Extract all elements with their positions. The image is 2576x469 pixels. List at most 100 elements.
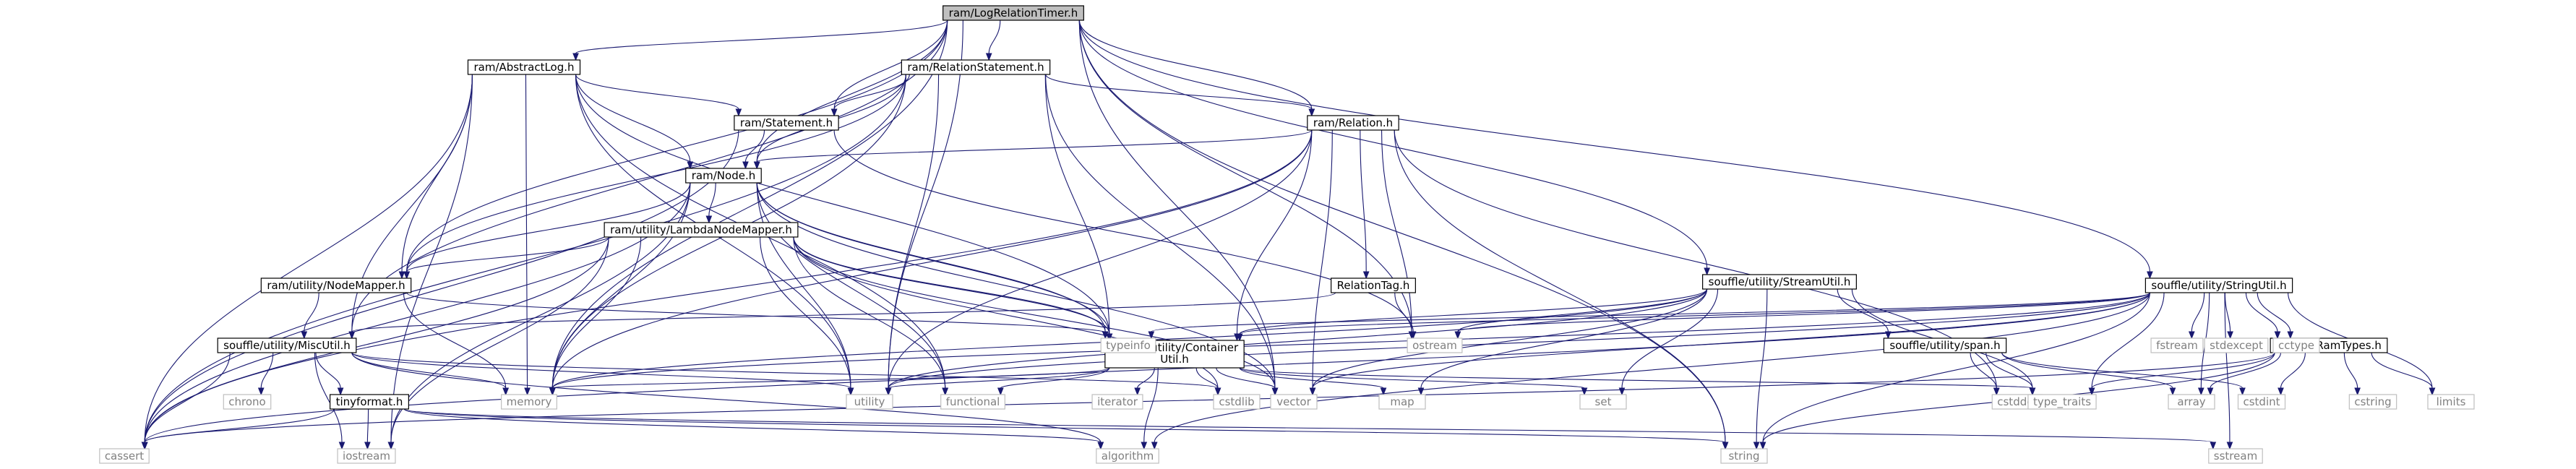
node-label: cctype — [2278, 339, 2314, 352]
node-strutil[interactable]: souffle/utility/StringUtil.h — [2144, 277, 2293, 293]
node-label: RelationTag.h — [1337, 279, 1410, 292]
edge-strutil-to-stdexcept — [2224, 292, 2233, 340]
edge-root-to-relstmt — [985, 20, 1001, 61]
node-misc[interactable]: souffle/utility/MiscUtil.h — [217, 337, 357, 353]
node-abslog[interactable]: ram/AbstractLog.h — [467, 59, 581, 75]
edge-stream-to-set — [1618, 288, 1719, 396]
node-lambda[interactable]: ram/utility/LambdaNodeMapper.h — [604, 222, 799, 238]
edge-relstmt-to-cassert — [141, 74, 906, 450]
node-cstring: cstring — [2348, 394, 2397, 410]
node-array: array — [2168, 394, 2215, 410]
node-relstmt[interactable]: ram/RelationStatement.h — [901, 59, 1051, 75]
node-label: string — [1728, 449, 1759, 462]
node-limits: limits — [2427, 394, 2475, 410]
edge-misc-to-tinyformat — [315, 352, 344, 396]
edge-relation-to-cstddef — [1394, 129, 2000, 396]
edge-stmt-to-ostream — [833, 129, 1415, 340]
edge-lambda-to-container — [793, 236, 1113, 342]
edge-span-to-type_traits — [1985, 352, 2036, 396]
edge-strutil-to-algorithm — [1151, 292, 2150, 450]
node-sstream: sstream — [2208, 448, 2263, 464]
node-label: fstream — [2156, 339, 2198, 352]
node-vector: vector — [1270, 394, 1318, 410]
node-label: cstdlib — [1219, 395, 1254, 408]
node-string: string — [1720, 448, 1768, 464]
node-label: limits — [2437, 395, 2466, 408]
node-label: functional — [946, 395, 1000, 408]
node-chrono: chrono — [223, 394, 272, 410]
node-relation[interactable]: ram/Relation.h — [1307, 115, 1399, 131]
edge-strutil-to-cctype — [2245, 292, 2281, 340]
node-label: ram/Relation.h — [1313, 116, 1393, 129]
node-label: ram/utility/NodeMapper.h — [267, 279, 405, 292]
node-label: ostream — [1412, 339, 1457, 352]
node-label: vector — [1276, 395, 1311, 408]
edge-stmt-to-node — [742, 129, 765, 170]
node-label: map — [1390, 395, 1414, 408]
node-label: type_traits — [2033, 395, 2091, 409]
node-label: Util.h — [1160, 353, 1188, 366]
edge-relation-to-container — [1234, 129, 1313, 342]
node-label: ram/AbstractLog.h — [473, 61, 574, 74]
edge-tinyformat-to-sstream — [403, 408, 2217, 450]
node-stmt[interactable]: ram/Statement.h — [734, 115, 839, 131]
node-type_traits: type_traits — [2027, 394, 2097, 410]
edge-span-to-cstdint — [2001, 352, 2246, 396]
edge-strutil-to-string — [1759, 292, 2150, 450]
edge-strutil-to-container — [1236, 292, 2150, 342]
edge-abslog-to-cassert — [141, 74, 473, 450]
edge-ramtypes-to-type_traits — [2088, 352, 2275, 396]
edge-ramtypes-to-array — [2207, 352, 2282, 396]
edge-reltag-to-misc — [348, 292, 1336, 340]
node-label: ram/utility/LambdaNodeMapper.h — [610, 223, 792, 236]
edge-relstmt-to-container — [1044, 74, 1113, 342]
node-root[interactable]: ram/LogRelationTimer.h — [943, 5, 1084, 21]
edge-root-to-abslog — [572, 20, 948, 61]
edge-tinyformat-to-string — [403, 408, 1729, 450]
edge-container-to-memory — [549, 367, 1110, 396]
node-label: souffle/utility/MiscUtil.h — [223, 339, 351, 352]
node-node[interactable]: ram/Node.h — [685, 168, 762, 184]
edge-strutil-to-utility — [885, 292, 2150, 396]
node-typeinfo: typeinfo — [1100, 337, 1156, 353]
edge-nodemap-to-memory — [403, 292, 509, 396]
node-reltag[interactable]: RelationTag.h — [1331, 277, 1416, 293]
edge-root-to-relation — [1078, 20, 1315, 117]
edge-abslog-to-node — [575, 74, 694, 170]
node-label: iostream — [343, 449, 390, 462]
edge-abslog-to-memory — [524, 74, 531, 396]
node-stdexcept: stdexcept — [2204, 337, 2269, 353]
node-label: souffle/utility/span.h — [1889, 339, 2000, 352]
edge-lambda-to-vector — [793, 236, 1279, 396]
node-label: algorithm — [1102, 449, 1154, 462]
node-cassert: cassert — [99, 448, 150, 464]
edge-ramtypes-to-cstring — [2343, 352, 2361, 396]
node-label: typeinfo — [1106, 339, 1151, 352]
node-cstdlib: cstdlib — [1213, 394, 1261, 410]
node-functional: functional — [940, 394, 1005, 410]
edge-node-to-memory — [549, 182, 691, 396]
nodes-layer: ram/LogRelationTimer.h ram/AbstractLog.h r… — [99, 5, 2475, 464]
node-label: ram/Node.h — [692, 169, 755, 182]
node-span[interactable]: souffle/utility/span.h — [1883, 337, 2007, 353]
node-iostream: iostream — [337, 448, 396, 464]
edge-relation-to-reltag — [1360, 129, 1370, 280]
edge-root-to-nodemap — [403, 20, 948, 280]
node-label: set — [1595, 395, 1612, 408]
node-label: souffle/utility/StreamUtil.h — [1709, 275, 1851, 288]
node-algorithm: algorithm — [1096, 448, 1159, 464]
edge-container-to-vector — [1216, 367, 1279, 396]
node-ostream: ostream — [1407, 337, 1463, 353]
edge-nodemap-to-container — [406, 292, 1113, 342]
node-map: map — [1378, 394, 1426, 410]
edge-container-to-map — [1239, 367, 1387, 396]
edge-ramtypes-to-limits — [2371, 352, 2436, 396]
node-stream[interactable]: souffle/utility/StreamUtil.h — [1702, 274, 1857, 290]
node-tinyformat[interactable]: tinyformat.h — [330, 394, 409, 410]
node-memory: memory — [501, 394, 557, 410]
edge-lambda-to-cstdlib — [793, 236, 1222, 396]
node-nodemap[interactable]: ram/utility/NodeMapper.h — [260, 277, 412, 293]
edge-misc-to-iostream — [314, 352, 345, 450]
node-fstream: fstream — [2150, 337, 2204, 353]
node-label: iterator — [1097, 395, 1138, 408]
